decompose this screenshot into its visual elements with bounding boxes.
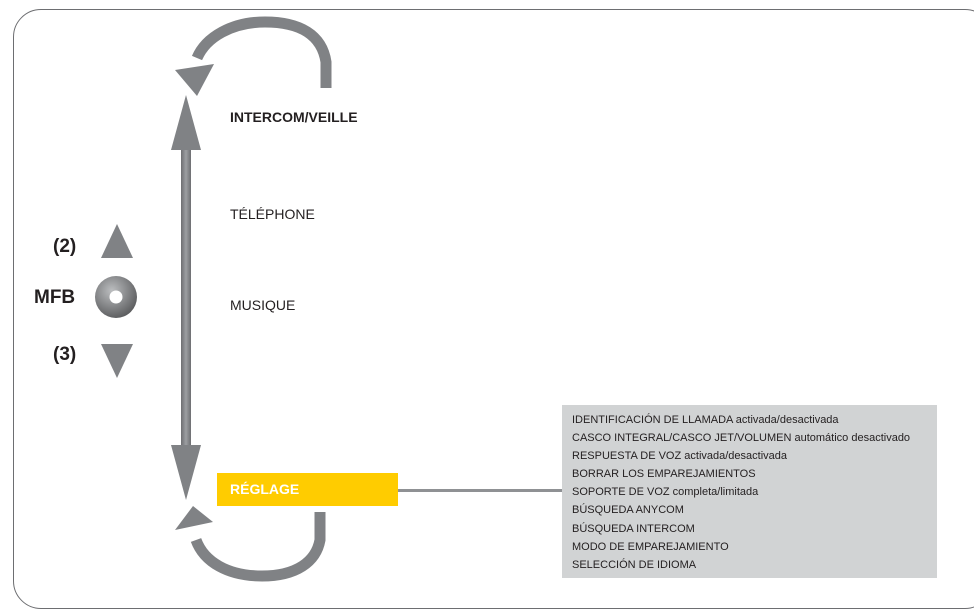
- submenu-item: MODO DE EMPAREJAMIENTO: [572, 540, 729, 553]
- menu-item-telephone: TÉLÉPHONE: [230, 206, 315, 222]
- submenu-item: BÚSQUEDA INTERCOM: [572, 522, 695, 535]
- settings-submenu: IDENTIFICACIÓN DE LLAMADA activada/desac…: [562, 405, 937, 578]
- mfb-key-label: MFB: [34, 287, 76, 308]
- down-triangle-icon: [101, 344, 133, 378]
- loop-arrow-bottom: [175, 506, 326, 582]
- submenu-item: RESPUESTA DE VOZ activada/desactivada: [572, 450, 787, 463]
- mfb-button-icon: [95, 276, 137, 318]
- navigation-arrows: [95, 16, 332, 582]
- submenu-item: SELECCIÓN DE IDIOMA: [572, 558, 697, 571]
- up-key-label: (2): [53, 236, 77, 257]
- menu-item-music: MUSIQUE: [230, 297, 296, 313]
- down-key-label: (3): [53, 344, 77, 365]
- submenu-item: BORRAR LOS EMPAREJAMIENTOS: [572, 468, 756, 481]
- loop-arrow-top: [175, 16, 332, 96]
- submenu-item: CASCO INTEGRAL/CASCO JET/VOLUMEN automát…: [572, 432, 911, 445]
- submenu-item: BÚSQUEDA ANYCOM: [572, 504, 684, 517]
- menu-item-intercom: INTERCOM/VEILLE: [230, 109, 358, 125]
- up-triangle-icon: [101, 224, 133, 258]
- submenu-item: SOPORTE DE VOZ completa/limitada: [572, 486, 759, 499]
- submenu-connector: [398, 489, 562, 492]
- submenu-item: IDENTIFICACIÓN DE LLAMADA activada/desac…: [572, 414, 839, 426]
- menu-item-setting: RÉGLAGE: [217, 473, 398, 506]
- vertical-double-arrow: [171, 95, 201, 500]
